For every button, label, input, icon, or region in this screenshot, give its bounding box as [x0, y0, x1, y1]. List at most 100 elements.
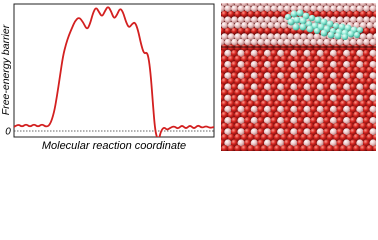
- surface-atom: [234, 89, 242, 97]
- surface-atom: [241, 33, 248, 40]
- surface-atom: [254, 3, 261, 7]
- surface-atom: [280, 3, 288, 7]
- surface-atom: [303, 94, 311, 102]
- surface-atom: [280, 100, 288, 108]
- surface-atom: [326, 89, 334, 97]
- surface-atom: [290, 83, 298, 91]
- surface-atom: [349, 128, 357, 136]
- surface-atom: [362, 105, 371, 113]
- surface-atom: [293, 133, 301, 141]
- surface-atom: [221, 72, 225, 80]
- surface-atom: [273, 100, 281, 108]
- surface-atom: [273, 122, 281, 130]
- surface-atom: [230, 72, 239, 80]
- surface-atom: [369, 5, 376, 12]
- surface-atom: [359, 55, 367, 63]
- surface-atom: [237, 49, 245, 58]
- surface-atom: [260, 100, 268, 108]
- surface-atom: [353, 122, 361, 130]
- surface-atom: [303, 49, 311, 58]
- surface-atom: [254, 10, 261, 18]
- surface-atom: [329, 83, 338, 91]
- surface-atom: [343, 16, 351, 24]
- surface-atom: [316, 128, 324, 136]
- surface-atom: [366, 100, 374, 108]
- surface-atom: [316, 49, 324, 58]
- surface-atom: [300, 3, 308, 7]
- surface-atom: [336, 49, 344, 58]
- surface-atom: [230, 94, 239, 102]
- surface-atom: [280, 145, 288, 151]
- surface-atom: [254, 89, 262, 97]
- surface-atom: [320, 66, 328, 74]
- surface-atom: [316, 105, 324, 113]
- surface-atom: [290, 61, 298, 69]
- surface-atom: [362, 117, 371, 125]
- surface-atom: [349, 38, 357, 46]
- surface-atom: [366, 122, 374, 130]
- surface-atom: [257, 105, 265, 113]
- surface-atom: [267, 111, 275, 119]
- surface-atom: [339, 66, 347, 74]
- surface-atom: [237, 94, 245, 102]
- surface-atom: [333, 133, 341, 141]
- surface-atom: [296, 83, 305, 91]
- surface-atom: [221, 35, 222, 39]
- surface-atom: [310, 72, 318, 80]
- surface-atom: [221, 117, 225, 125]
- surface-atom: [356, 49, 364, 58]
- surface-atom: [359, 145, 367, 151]
- surface-atom: [257, 139, 265, 147]
- surface-atom: [250, 128, 258, 136]
- surface-atom: [326, 66, 334, 74]
- surface-atom: [287, 3, 294, 7]
- molecule-atom: [313, 27, 321, 35]
- surface-atom: [277, 16, 285, 24]
- surface-atom: [257, 27, 265, 35]
- surface-atom: [373, 10, 376, 18]
- surface-atom: [224, 72, 232, 80]
- surface-atom: [349, 49, 357, 58]
- surface-atom: [306, 89, 314, 97]
- surface-atom: [346, 77, 354, 85]
- surface-atom: [339, 122, 347, 130]
- molecule-atom: [287, 18, 295, 26]
- surface-atom: [277, 83, 285, 91]
- surface-atom: [254, 145, 262, 151]
- surface-atom: [240, 133, 248, 141]
- surface-atom: [339, 145, 347, 151]
- surface-atom: [356, 16, 364, 24]
- surface-atom: [313, 133, 321, 141]
- surface-atom: [240, 111, 248, 119]
- surface-atom: [227, 145, 235, 151]
- surface-atom: [257, 49, 265, 58]
- surface-atom: [257, 83, 265, 91]
- surface-atom: [336, 139, 344, 147]
- surface-atom: [221, 111, 229, 119]
- surface-atom: [363, 5, 370, 12]
- surface-atom: [343, 139, 351, 147]
- molecule-atom: [314, 16, 322, 24]
- surface-atom: [343, 117, 351, 125]
- surface-atom: [237, 128, 245, 136]
- surface-atom: [227, 55, 235, 63]
- surface-atom: [372, 100, 376, 108]
- surface-atom: [320, 77, 328, 85]
- surface-atom: [310, 61, 318, 69]
- surface-atom: [320, 55, 328, 63]
- surface-atom: [300, 145, 308, 151]
- surface-atom: [303, 128, 311, 136]
- surface-atom: [263, 94, 272, 102]
- surface-atom: [303, 5, 311, 12]
- surface-atom: [303, 61, 311, 69]
- surface-atom: [260, 33, 268, 40]
- surface-atom: [329, 49, 338, 58]
- surface-atom: [316, 117, 324, 125]
- molecule-atom: [284, 13, 292, 21]
- surface-atom: [290, 139, 298, 147]
- surface-atom: [273, 77, 281, 85]
- surface-atom: [356, 117, 364, 125]
- surface-atom: [293, 100, 301, 108]
- surface-atom: [287, 111, 295, 119]
- surface-atom: [290, 38, 298, 46]
